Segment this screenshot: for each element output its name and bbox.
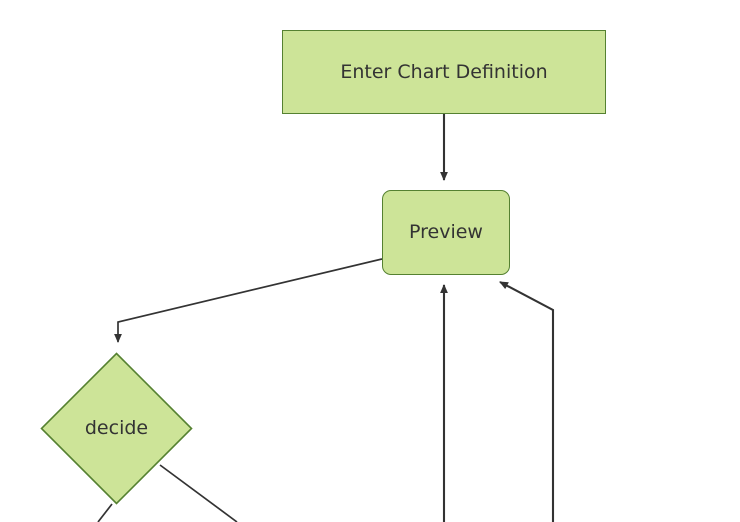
edge-return-right-to-preview xyxy=(499,281,555,522)
diamond-shape xyxy=(40,352,193,505)
edge-preview-to-decide xyxy=(114,258,383,343)
node-preview[interactable]: Preview xyxy=(382,190,510,275)
edge-decide-branch-right xyxy=(159,464,238,522)
node-decide[interactable]: decide xyxy=(40,352,193,505)
node-label-enter-chart-definition: Enter Chart Definition xyxy=(340,60,548,83)
node-enter-chart-definition[interactable]: Enter Chart Definition xyxy=(282,30,606,114)
node-label-decide: decide xyxy=(84,417,149,439)
edge-decide-branch-left xyxy=(97,503,113,522)
node-label-preview: Preview xyxy=(409,221,483,243)
